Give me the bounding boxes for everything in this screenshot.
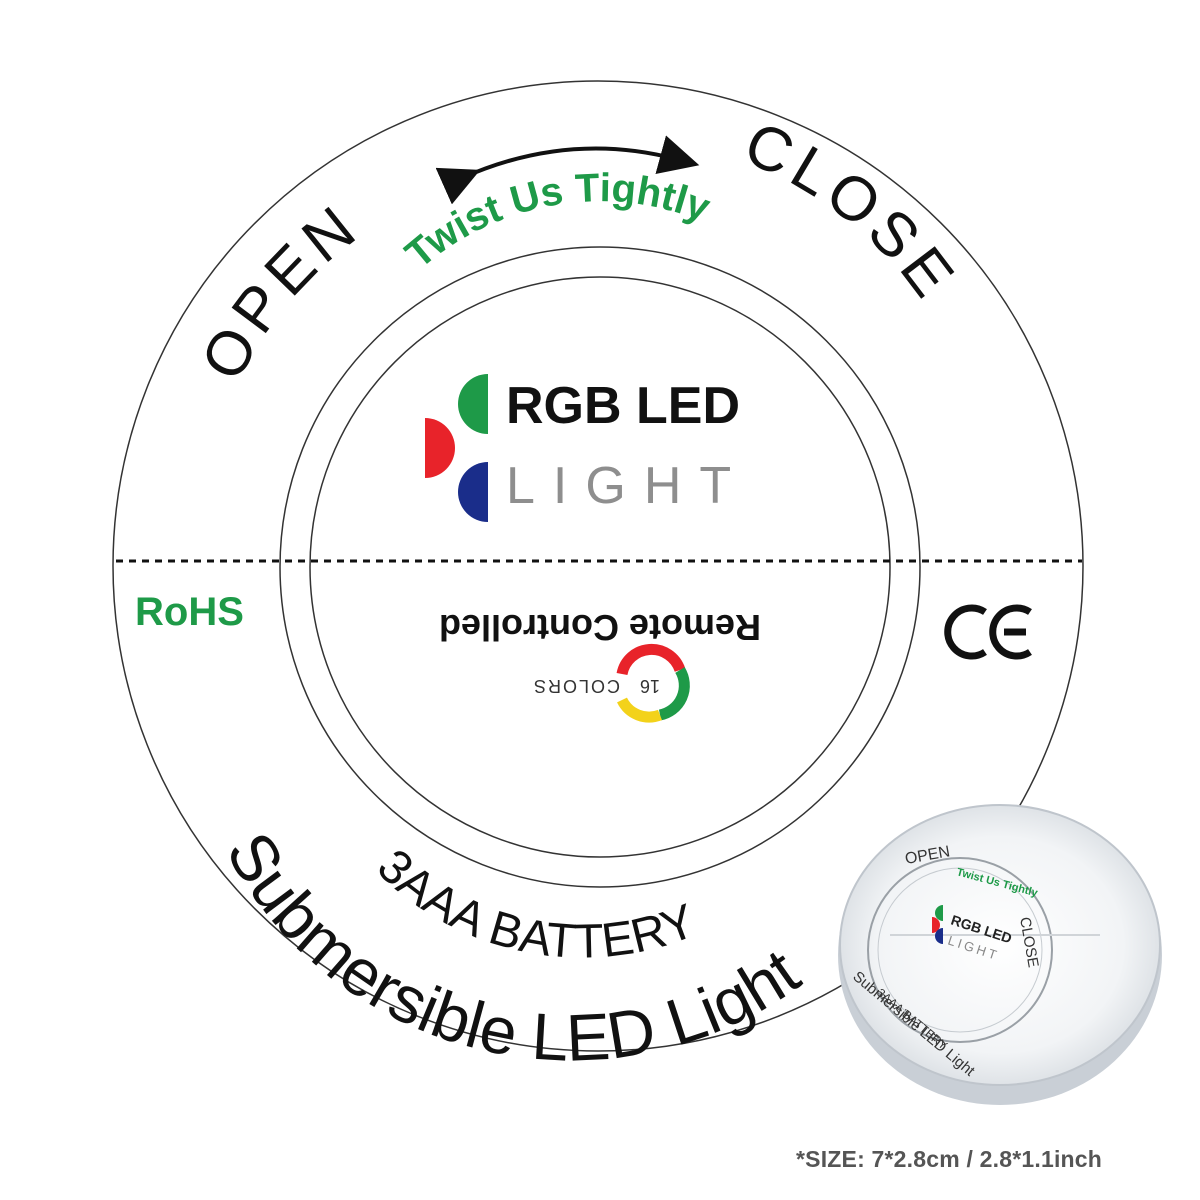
product-rgb-logo-icon (932, 905, 943, 944)
color-wheel-icon (616, 643, 690, 723)
product-photo: OPEN Twist Us Tightly CLOSE RGB LED LIGH… (838, 804, 1162, 1105)
middle-ring (279, 246, 921, 888)
light-title: LIGHT (506, 457, 749, 515)
close-label: CLOSE (735, 109, 971, 314)
ce-mark-icon (944, 604, 1032, 660)
outer-ring (112, 80, 1084, 1052)
rgb-logo-icon (425, 374, 488, 522)
twist-arrow-icon (435, 135, 700, 205)
colors-number: 16 (640, 676, 660, 696)
rohs-mark: RoHS (135, 590, 244, 634)
rgb-led-title: RGB LED (506, 377, 740, 435)
remote-controlled-label: Remote Controlled (439, 607, 761, 648)
inner-ring (309, 276, 891, 858)
open-label: OPEN (188, 190, 372, 391)
twist-label: Twist Us Tightly (398, 166, 717, 277)
battery-label: 3AAA BATTERY (367, 839, 702, 968)
size-note: *SIZE: 7*2.8cm / 2.8*1.1inch (796, 1146, 1103, 1172)
ce-mark-text: CE (0, 0, 2, 1)
colors-word: COLORS (532, 676, 620, 696)
